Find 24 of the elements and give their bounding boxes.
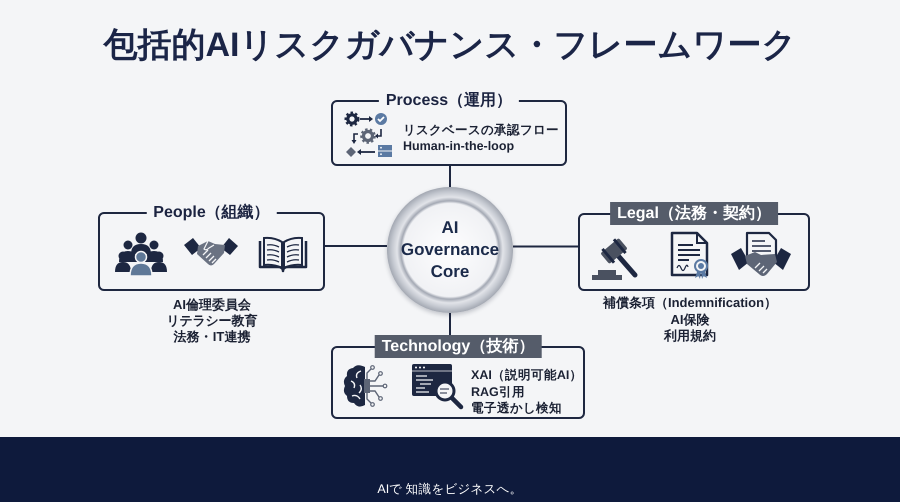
connector-line <box>325 245 387 247</box>
connector-line <box>513 246 578 248</box>
body-text: XAI（説明可能AI） <box>471 367 582 383</box>
caption-text: 法務・IT連携 <box>174 329 250 345</box>
category-box <box>98 201 325 291</box>
caption-text: 利用規約 <box>664 328 716 344</box>
body-text: RAG引用 <box>471 384 525 400</box>
category-box <box>331 89 567 166</box>
caption-text: AI保険 <box>670 312 710 328</box>
caption-text: AI倫理委員会 <box>173 297 251 313</box>
body-text: 電子透かし検知 <box>471 400 562 416</box>
title: 包括的AIリスクガバナンス・フレームワーク <box>104 25 796 66</box>
caption-text: 補償条項（Indemnification） <box>602 295 778 311</box>
connector-line <box>449 313 451 335</box>
category-box <box>331 335 585 419</box>
body-text: リスクベースの承認フロー <box>403 122 559 138</box>
tagline: AIで 知識をビジネスへ。 <box>377 482 523 497</box>
core-circle: AI Governance Core <box>387 187 513 313</box>
caption-text: リテラシー教育 <box>166 313 258 329</box>
category-box <box>578 202 810 291</box>
connector-line <box>449 166 451 187</box>
box-heading: Legal（法務・契約） <box>610 202 778 225</box>
box-heading: Technology（技術） <box>374 335 542 358</box>
body-text: Human-in-the-loop <box>403 138 514 154</box>
